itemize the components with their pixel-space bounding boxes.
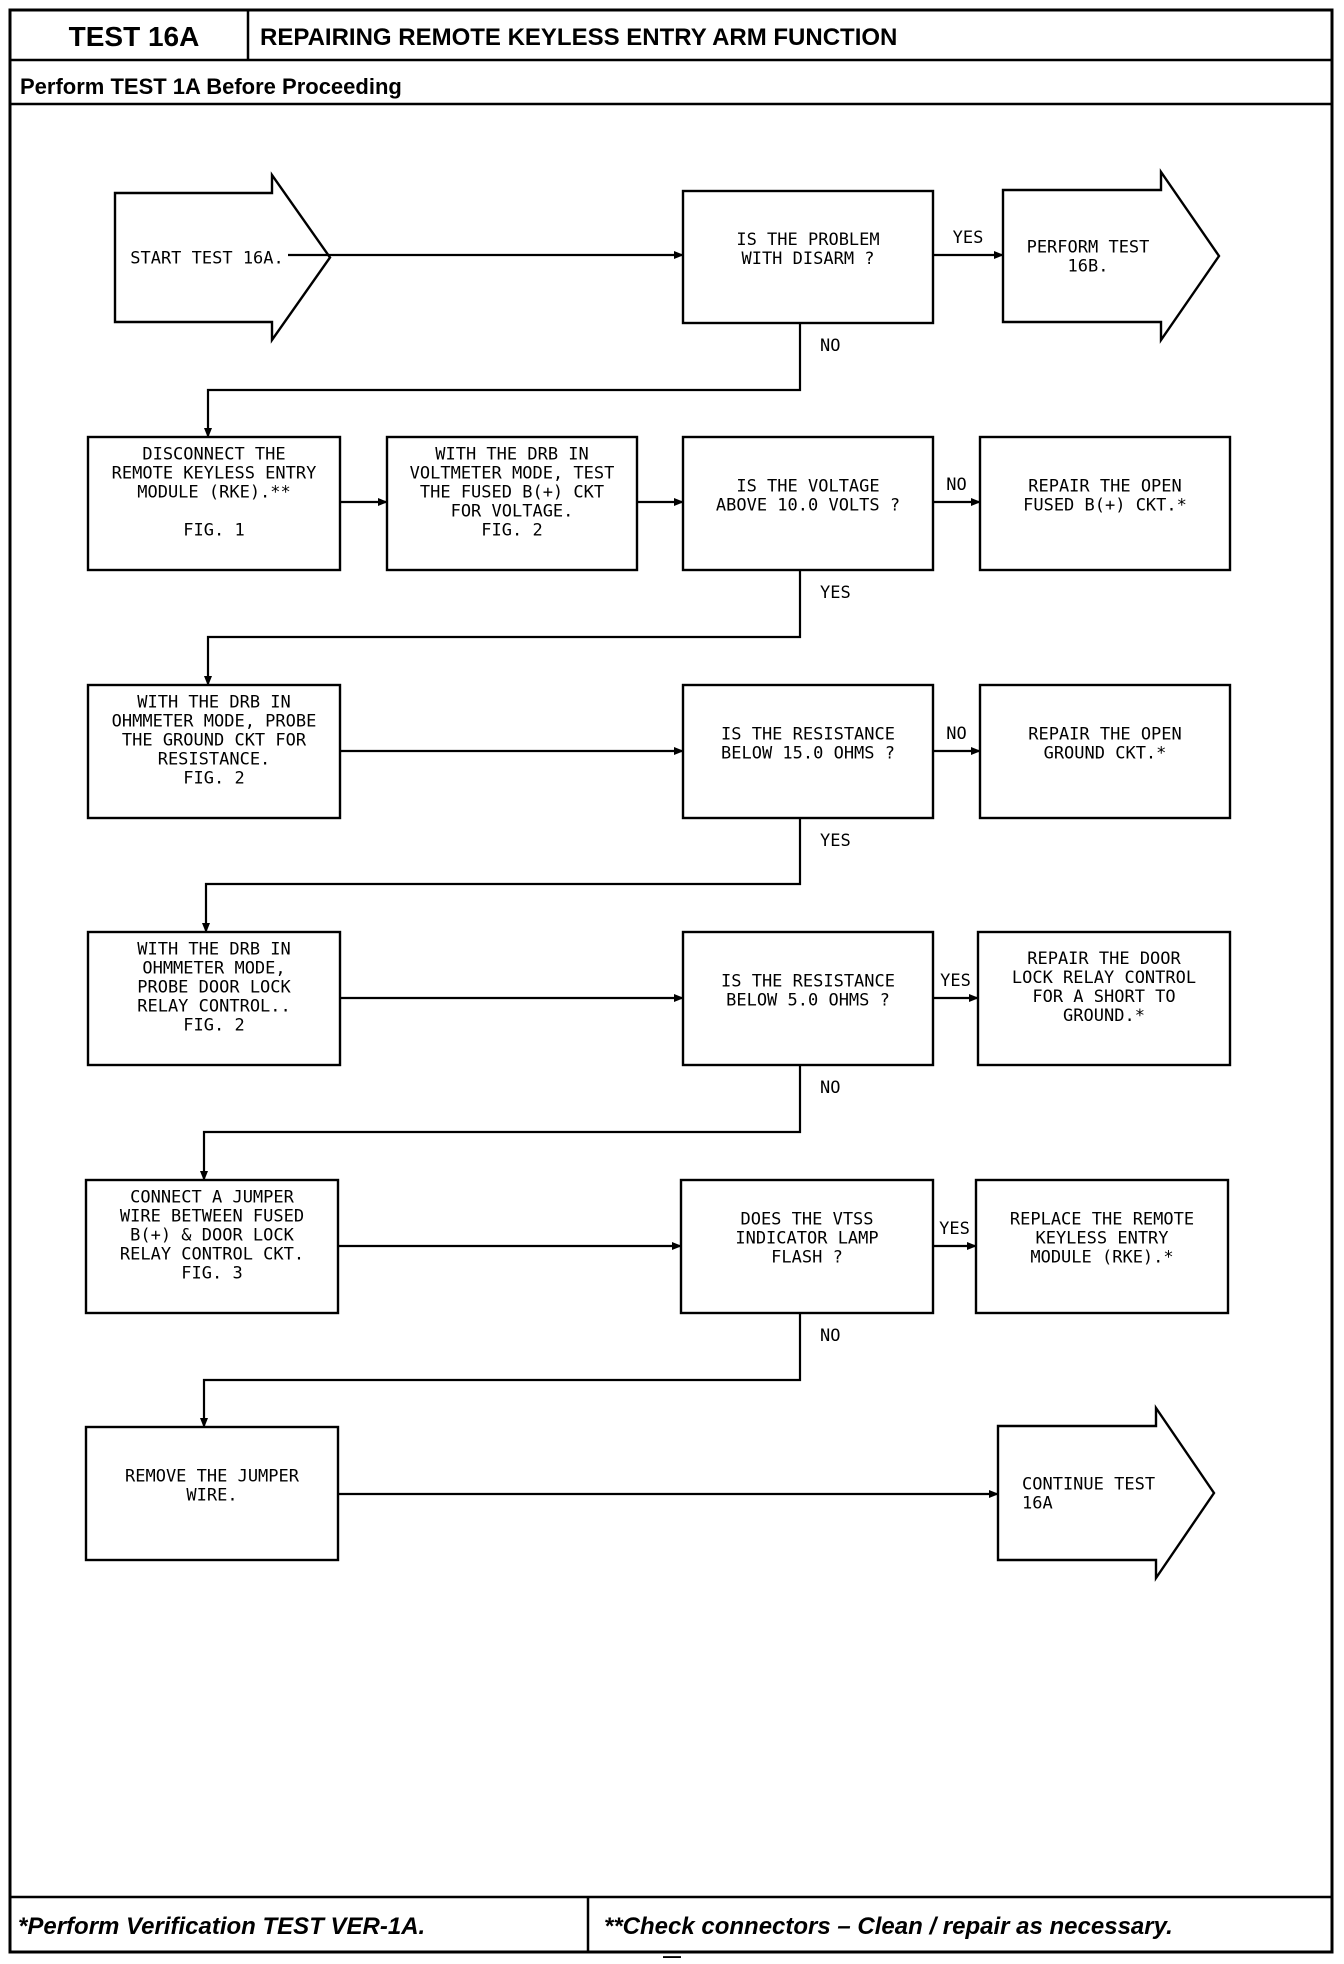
q-res-5-text-1: IS THE RESISTANCE <box>721 972 895 992</box>
probe-door-lock-text-3: PROBE DOOR LOCK <box>137 978 291 998</box>
page-frame <box>8 8 1334 1954</box>
remove-jumper-text-2: WIRE. <box>186 1486 237 1506</box>
repair-ground-text-2: GROUND CKT.* <box>1044 744 1167 764</box>
q-vtss-text-1: DOES THE VTSS <box>740 1210 873 1230</box>
disconnect-rke-text-1: DISCONNECT THE <box>142 445 285 465</box>
probe-ground-text-4: RESISTANCE. <box>158 750 271 770</box>
connect-jumper-text-4: RELAY CONTROL CKT. <box>120 1245 304 1265</box>
replace-rke-text-2: KEYLESS ENTRY <box>1035 1229 1168 1249</box>
test-fused-b-text-1: WITH THE DRB IN <box>435 445 589 465</box>
disconnect-rke-text-3: MODULE (RKE).** <box>137 483 291 503</box>
q-voltage-text-2: ABOVE 10.0 VOLTS ? <box>716 496 900 516</box>
footer-note-right: **Check connectors – Clean / repair as n… <box>604 1913 1173 1940</box>
edge-q-voltage-to-probe-ground <box>204 570 802 686</box>
repair-door-lock-text-1: REPAIR THE DOOR <box>1027 949 1181 969</box>
continue-16a-text-2: 16A <box>1022 1494 1053 1514</box>
page-title: REPAIRING REMOTE KEYLESS ENTRY ARM FUNCT… <box>260 24 897 51</box>
probe-ground-text-2: OHMMETER MODE, PROBE <box>112 712 317 732</box>
test-fused-b-text-2: VOLTMETER MODE, TEST <box>410 464 615 484</box>
edge-q-res-5-to-connect-jumper <box>200 1065 802 1181</box>
repair-ground-text-1: REPAIR THE OPEN <box>1028 725 1182 745</box>
continue-16a-text-1: CONTINUE TEST <box>1022 1475 1155 1495</box>
repair-door-lock-text-2: LOCK RELAY CONTROL <box>1012 968 1196 988</box>
connect-jumper-text-1: CONNECT A JUMPER <box>130 1188 295 1208</box>
q-voltage-text-1: IS THE VOLTAGE <box>736 477 879 497</box>
disconnect-rke-text-2: REMOTE KEYLESS ENTRY <box>112 464 317 484</box>
test-fused-b-text-4: FOR VOLTAGE. <box>451 502 574 522</box>
edge-label-no: NO <box>820 1326 840 1346</box>
repair-fused-b-text-1: REPAIR THE OPEN <box>1028 477 1182 497</box>
replace-rke-text-1: REPLACE THE REMOTE <box>1010 1210 1194 1230</box>
repair-door-lock-text-4: GROUND.* <box>1063 1006 1145 1026</box>
edge-q-disarm-to-disconnect-rke <box>204 323 802 438</box>
q-disarm-text-1: IS THE PROBLEM <box>736 230 879 250</box>
edge-label-no: NO <box>946 724 966 744</box>
edge-label-no: NO <box>820 336 840 356</box>
q-disarm-text-2: WITH DISARM ? <box>741 249 874 269</box>
probe-ground-text-1: WITH THE DRB IN <box>137 693 291 713</box>
edge-label-no: NO <box>946 475 966 495</box>
edge-label-no: NO <box>820 1078 840 1098</box>
q-res-5-text-2: BELOW 5.0 OHMS ? <box>726 991 890 1011</box>
connect-jumper-text-2: WIRE BETWEEN FUSED <box>120 1207 304 1227</box>
q-vtss-text-2: INDICATOR LAMP <box>735 1229 878 1249</box>
probe-door-lock-text-4: RELAY CONTROL.. <box>137 997 291 1017</box>
probe-door-lock-text-2: OHMMETER MODE, <box>142 959 285 979</box>
page-subtitle: Perform TEST 1A Before Proceeding <box>20 74 402 99</box>
test-fused-b-text-5: FIG. 2 <box>481 521 542 541</box>
probe-door-lock-text-1: WITH THE DRB IN <box>137 940 291 960</box>
edge-label-yes: YES <box>940 971 971 991</box>
start-text-1: START TEST 16A. <box>130 249 284 269</box>
probe-ground-text-5: FIG. 2 <box>183 769 244 789</box>
connect-jumper-text-5: FIG. 3 <box>181 1264 242 1284</box>
q-res-15-text-2: BELOW 15.0 OHMS ? <box>721 744 895 764</box>
footer-note-left: *Perform Verification TEST VER-1A. <box>18 1913 425 1940</box>
remove-jumper-text-1: REMOVE THE JUMPER <box>125 1467 300 1487</box>
test-id: TEST 16A <box>69 21 200 52</box>
disconnect-rke-text-5: FIG. 1 <box>183 521 244 541</box>
perform-16b-text-2: 16B. <box>1068 257 1109 277</box>
perform-16b-text-1: PERFORM TEST <box>1027 238 1150 258</box>
repair-door-lock-text-3: FOR A SHORT TO <box>1032 987 1175 1007</box>
node-start: START TEST 16A. <box>113 171 332 344</box>
connect-jumper-text-3: B(+) & DOOR LOCK <box>130 1226 295 1246</box>
test-fused-b-text-3: THE FUSED B(+) CKT <box>420 483 604 503</box>
replace-rke-text-3: MODULE (RKE).* <box>1030 1248 1173 1268</box>
edge-label-yes: YES <box>820 583 851 603</box>
probe-door-lock-text-5: FIG. 2 <box>183 1016 244 1036</box>
edge-label-yes: YES <box>939 1219 970 1239</box>
page-mark: — <box>663 1946 681 1964</box>
edge-q-vtss-to-remove-jumper <box>200 1313 802 1428</box>
q-vtss-text-3: FLASH ? <box>771 1248 843 1268</box>
edge-q-res-15-to-probe-door-lock <box>202 818 802 933</box>
edge-label-yes: YES <box>953 228 984 248</box>
q-res-15-text-1: IS THE RESISTANCE <box>721 725 895 745</box>
edge-label-yes: YES <box>820 831 851 851</box>
probe-ground-text-3: THE GROUND CKT FOR <box>122 731 307 751</box>
repair-fused-b-text-2: FUSED B(+) CKT.* <box>1023 496 1187 516</box>
